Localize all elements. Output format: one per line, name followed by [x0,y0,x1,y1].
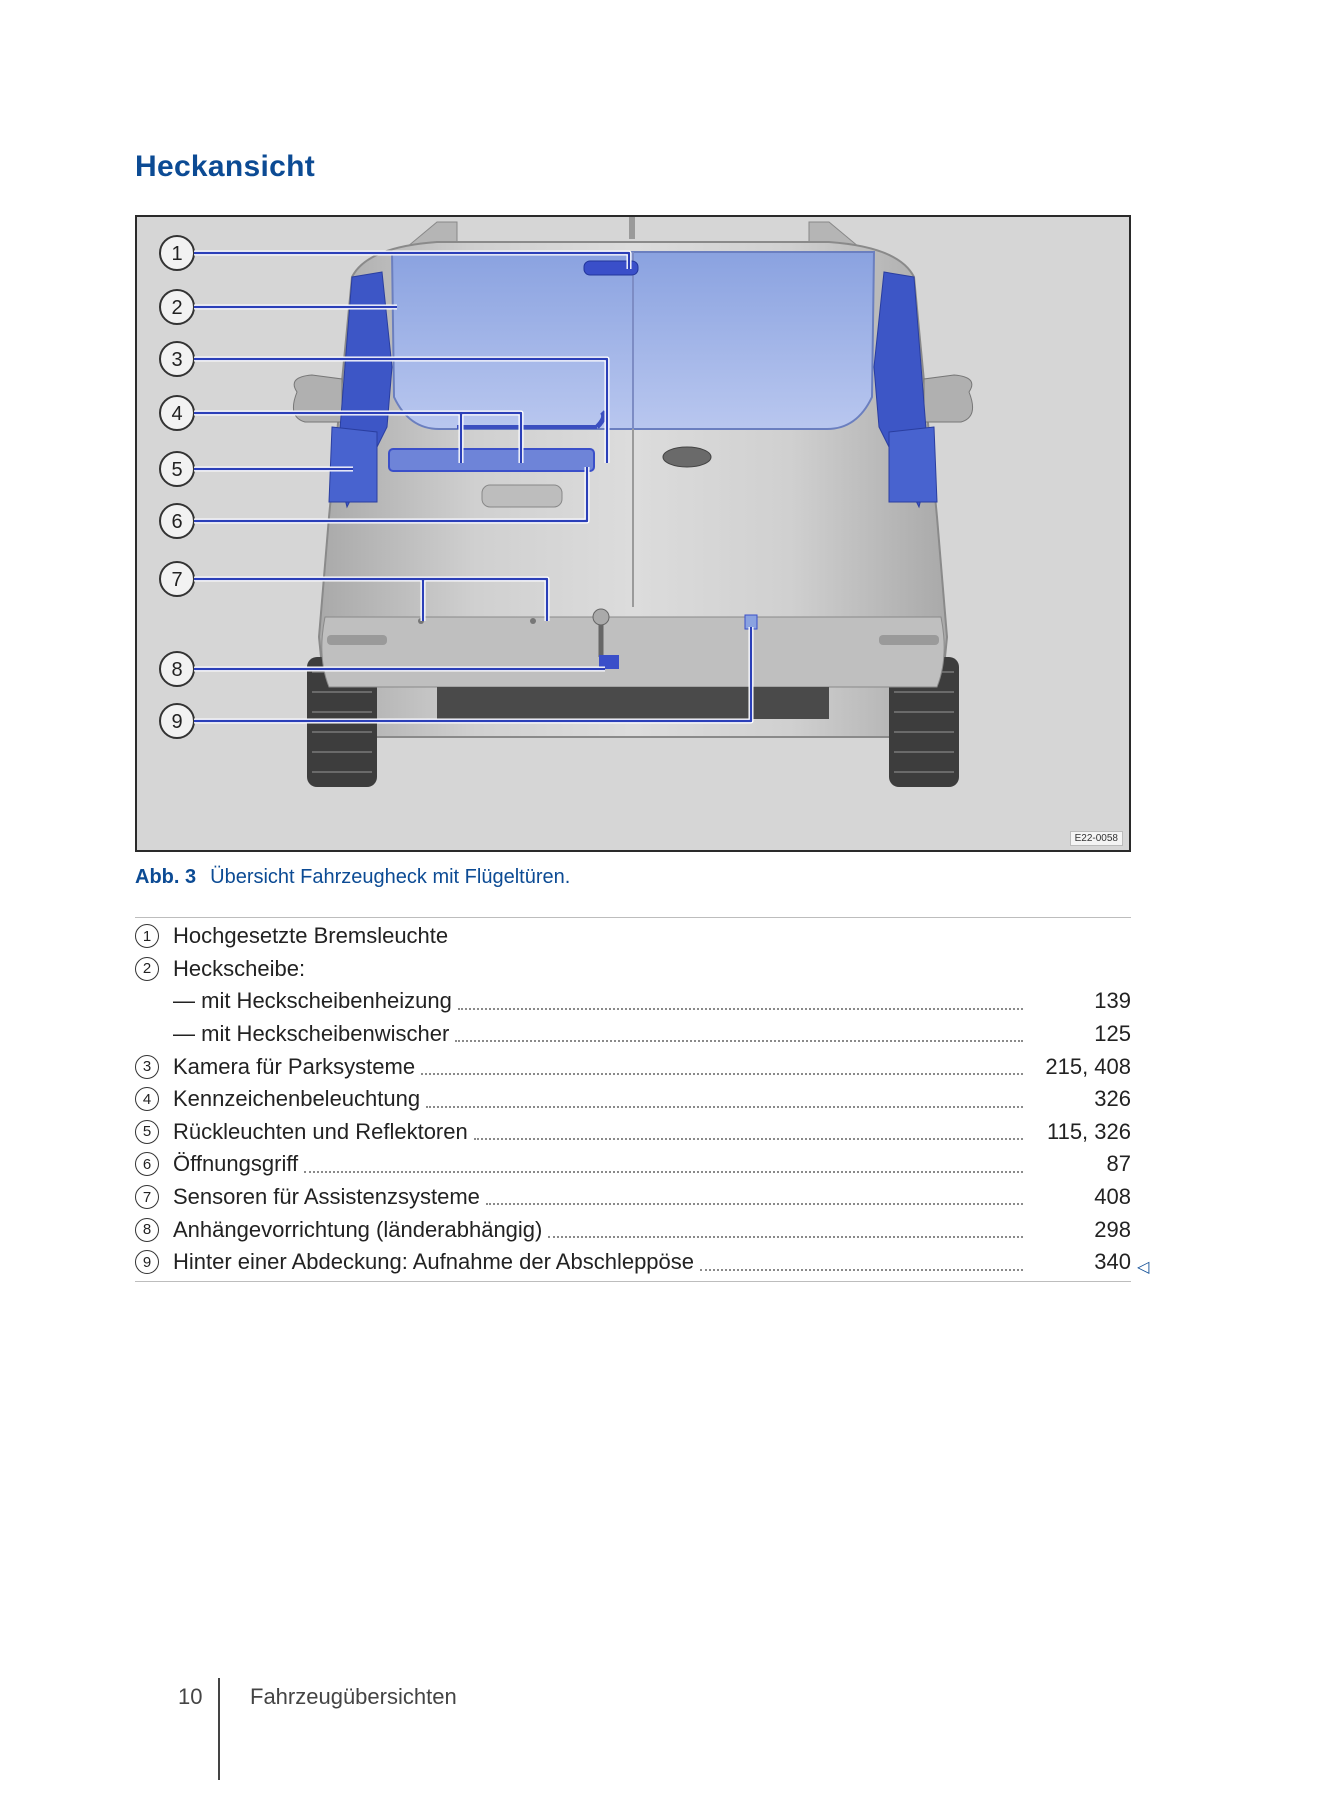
leader-dots [548,1235,1023,1238]
legend-label: — mit Heckscheibenheizung [173,988,452,1014]
legend-page-ref: 125 [1094,1021,1131,1047]
caption-text: Übersicht Fahrzeugheck mit Flügeltüren. [210,866,571,888]
legend-page-ref: 340 [1094,1249,1131,1275]
legend-item: 6 Öffnungsgriff 87 [135,1148,1131,1181]
legend-number: 1 [135,924,159,949]
legend-number: 7 [135,1185,159,1210]
legend-label: Kennzeichenbeleuchtung [173,1086,421,1112]
legend-number: 3 [135,1054,159,1079]
legend-number: 9 [135,1250,159,1275]
end-of-section-icon: ◁ [1137,1259,1150,1276]
callout-5: 5 [159,451,195,487]
leader-dots [700,1268,1023,1271]
legend-page-ref: 139 [1094,988,1131,1014]
legend-item: 7 Sensoren für Assistenzsysteme 408 [135,1181,1131,1214]
callout-7: 7 [159,561,195,597]
footer-divider [218,1678,220,1780]
legend-number: 6 [135,1152,159,1177]
legend-label: Kamera für Parksysteme [173,1053,416,1079]
legend-page-ref: 298 [1094,1216,1131,1242]
legend-label: Rückleuchten und Reflektoren [173,1118,468,1144]
svg-text:2: 2 [171,297,182,319]
figure-caption: Abb. 3 Übersicht Fahrzeugheck mit Flügelt… [135,866,570,889]
legend-label: Öffnungsgriff [173,1151,299,1177]
figure-code: E22-0058 [1069,831,1123,846]
legend-item: 4 Kennzeichenbeleuchtung 326 [135,1083,1131,1116]
leader-dots [455,1040,1023,1043]
legend-item: 9 Hinter einer Abdeckung: Aufnahme der A… [135,1246,1131,1279]
svg-text:8: 8 [171,659,182,681]
legend-item: 1 Hochgesetzte Bremsleuchte [135,920,1131,953]
legend-label: Heckscheibe: [173,955,306,981]
legend-label: Hinter einer Abdeckung: Aufnahme der Abs… [173,1249,695,1275]
svg-text:6: 6 [171,511,182,533]
legend-item: 5 Rückleuchten und Reflektoren 115, 326 [135,1116,1131,1149]
legend-page-ref: 326 [1094,1086,1131,1112]
legend-bottom-rule [135,1281,1131,1282]
callout-2: 2 [159,289,195,325]
legend-item: — mit Heckscheibenheizung 139 [135,985,1131,1018]
leader-dots [304,1170,1023,1173]
legend-item: 2 Heckscheibe: [135,953,1131,986]
callout-6: 6 [159,503,195,539]
legend-label: — mit Heckscheibenwischer [173,1021,450,1047]
callout-3: 3 [159,341,195,377]
legend-list: 1 Hochgesetzte Bremsleuchte 2 Heckscheib… [135,920,1131,1279]
legend-number: 2 [135,956,159,981]
legend-label: Hochgesetzte Bremsleuchte [173,923,449,949]
callout-1: 1 [159,235,195,271]
legend-top-rule [135,917,1131,918]
legend-item: 3 Kamera für Parksysteme 215, 408 [135,1050,1131,1083]
svg-text:9: 9 [171,711,182,733]
legend-page-ref: 87 [1106,1151,1131,1177]
page-title: Heckansicht [135,150,316,183]
callout-9: 9 [159,703,195,739]
callout-8: 8 [159,651,195,687]
legend-page-ref: 215, 408 [1045,1053,1131,1079]
legend-page-ref: 408 [1094,1184,1131,1210]
legend-number: 5 [135,1119,159,1144]
legend-number: 4 [135,1087,159,1112]
leader-dots [485,1203,1023,1206]
legend-item: 8 Anhängevorrichtung (länderabhängig) 29… [135,1213,1131,1246]
svg-text:4: 4 [171,403,182,425]
footer-section-title: Fahrzeugübersichten [250,1684,457,1709]
svg-text:1: 1 [171,243,182,265]
caption-label: Abb. 3 [135,866,197,888]
legend-label: Sensoren für Assistenzsysteme [173,1184,480,1210]
callout-4: 4 [159,395,195,431]
page-number: 10 [178,1684,203,1709]
legend-label: Anhängevorrichtung (länderabhängig) [173,1216,543,1242]
svg-text:7: 7 [171,569,182,591]
svg-text:5: 5 [171,459,182,481]
legend-page-ref: 115, 326 [1046,1118,1131,1144]
leader-dots [426,1105,1023,1108]
vehicle-rear-illustration: 1 2 3 4 5 6 7 [159,217,974,787]
legend-item: — mit Heckscheibenwischer 125 [135,1018,1131,1051]
vehicle-rear-figure: 1 2 3 4 5 6 7 [135,215,1131,852]
leader-dots [421,1072,1023,1075]
leader-dots [473,1138,1023,1141]
legend-number: 8 [135,1217,159,1242]
svg-text:3: 3 [171,349,182,371]
leader-dots [457,1007,1023,1010]
